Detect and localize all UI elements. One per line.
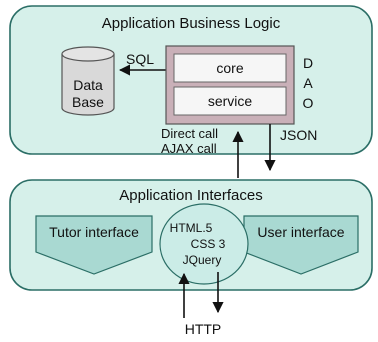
http-label: HTTP [184, 321, 222, 337]
core-label: core [216, 60, 244, 76]
json-label: JSON [280, 127, 318, 143]
dao-letter-o: O [302, 95, 314, 111]
business-logic-title: Application Business Logic [101, 15, 281, 32]
ajax-call-label: AJAX call [161, 141, 217, 156]
service-box [173, 86, 287, 116]
service-label: service [207, 93, 253, 109]
sql-label: SQL [126, 51, 155, 67]
database-cylinder [61, 46, 115, 116]
core-box [173, 53, 287, 83]
dao-letter-d: D [302, 55, 314, 71]
tech-jquery-label: JQuery [182, 253, 222, 267]
database-label-line1: Data [73, 77, 103, 93]
interfaces-title: Application Interfaces [119, 187, 263, 204]
tech-html5-label: HTML.5 [169, 221, 213, 235]
tech-css3-label: CSS 3 [190, 237, 226, 251]
tech-circle [159, 203, 249, 285]
dao-letter-a: A [303, 75, 313, 91]
tutor-interface-label: Tutor interface [49, 224, 139, 240]
direct-call-label: Direct call [161, 126, 219, 141]
user-interface-label: User interface [257, 224, 345, 240]
database-label-line2: Base [72, 94, 104, 110]
tutor-interface-shape [35, 215, 153, 275]
